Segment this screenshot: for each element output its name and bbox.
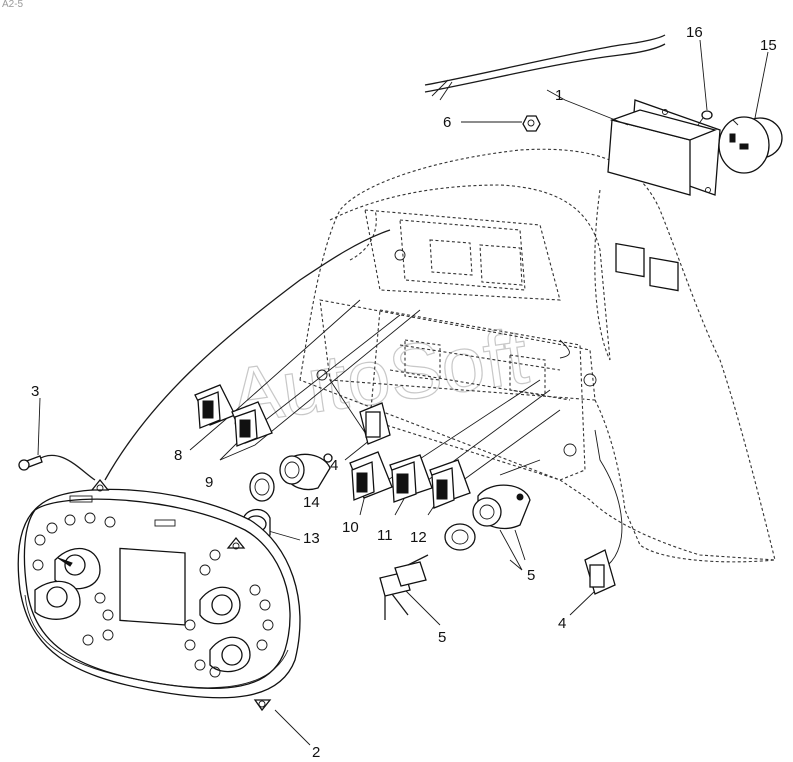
callout-8: 8 xyxy=(174,447,182,464)
switch-4-right xyxy=(584,549,616,595)
lighter-14 xyxy=(279,453,333,491)
screw-3 xyxy=(18,455,43,471)
callout-16: 16 xyxy=(686,24,703,41)
callout-12: 12 xyxy=(410,529,427,546)
screw-16 xyxy=(697,110,713,126)
callout-15: 15 xyxy=(760,37,777,54)
callout-4-center: 4 xyxy=(330,457,338,474)
callout-5-ignition: 5 xyxy=(527,567,535,584)
rocker-switch-11 xyxy=(389,454,433,503)
socket-15 xyxy=(718,116,783,174)
callout-6: 6 xyxy=(443,114,451,131)
callouts: 1 2 3 4 4 5 5 6 8 9 10 11 12 13 14 15 16 xyxy=(31,24,777,761)
rocker-switch-10 xyxy=(349,451,393,501)
callout-14: 14 xyxy=(303,494,320,511)
callout-1: 1 xyxy=(555,87,563,104)
callout-2: 2 xyxy=(312,744,320,761)
callout-4-right: 4 xyxy=(558,615,566,632)
rocker-switch-12 xyxy=(429,459,471,509)
corner-code: A2-5 xyxy=(2,0,24,10)
callout-9: 9 xyxy=(205,474,213,491)
wire-harness xyxy=(424,34,666,101)
rocker-switch-9 xyxy=(231,401,273,447)
switch-block-1 xyxy=(607,99,721,292)
instrument-cluster-2 xyxy=(17,478,301,712)
callout-3: 3 xyxy=(31,383,39,400)
callout-10: 10 xyxy=(342,519,359,536)
nut-6 xyxy=(522,115,541,132)
rocker-switch-8 xyxy=(194,384,236,429)
callout-13: 13 xyxy=(303,530,320,547)
dashboard-housing-outline xyxy=(299,148,776,563)
callout-11: 11 xyxy=(377,527,393,544)
callout-5-keys: 5 xyxy=(438,629,446,646)
switch-4-center xyxy=(359,402,391,445)
ignition-switch-5 xyxy=(444,484,531,551)
ignition-keys-5 xyxy=(379,554,429,620)
